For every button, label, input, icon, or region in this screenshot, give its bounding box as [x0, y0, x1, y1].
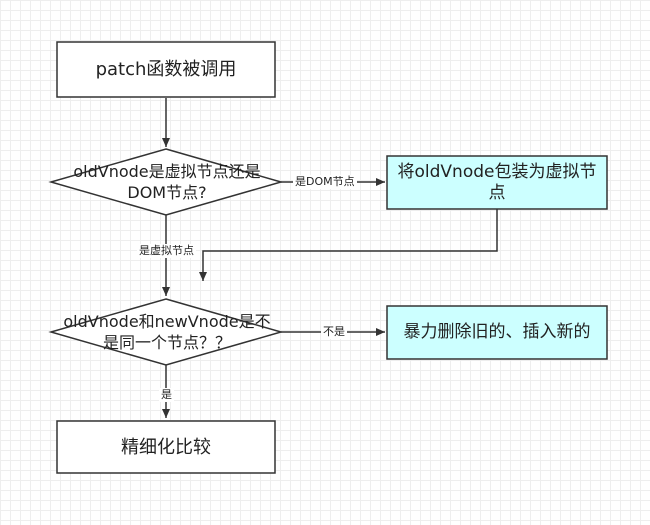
brute-replace-node [386, 305, 608, 360]
vnode-decision-diamond [48, 148, 284, 216]
wrap-vnode-node [386, 155, 608, 210]
brute-replace-label: 暴力删除旧的、插入新的 [403, 322, 591, 342]
edge-label-not-same: 不是 [321, 325, 347, 339]
fine-compare-node [56, 420, 276, 474]
start-node [56, 41, 276, 98]
edge-wrap-to-merge [199, 209, 498, 281]
fine-compare-label: 精细化比较 [121, 436, 211, 458]
same-node-decision-diamond [48, 298, 284, 366]
same-node-decision-label: oldVnode和newVnode是不是同一个节点？？ [63, 312, 271, 352]
edge-label-is-virtual: 是虚拟节点 [137, 244, 196, 258]
wrap-vnode-label: 将oldVnode包装为虚拟节点 [397, 161, 597, 203]
edge-label-is-same: 是 [159, 388, 174, 402]
vnode-decision-label: oldVnode是虚拟节点还是DOM节点? [73, 162, 261, 202]
edge-label-is-dom: 是DOM节点 [293, 175, 357, 189]
start-node-label: patch函数被调用 [95, 59, 237, 80]
